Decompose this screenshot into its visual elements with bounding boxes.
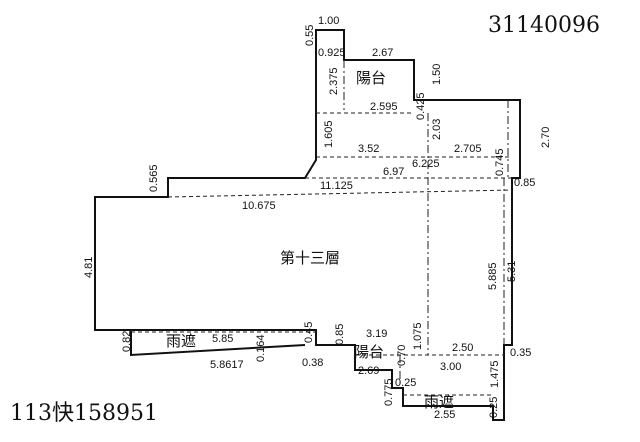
dim-0-85-bal: 0.85 [334,324,346,345]
dim-1-475: 1.475 [489,360,501,388]
dim-0-164: 0.164 [255,334,267,362]
dim-0-70: 0.70 [396,345,408,366]
dim-2-70: 2.70 [540,127,552,148]
dim-5-885: 5.885 [487,262,499,290]
dim-2-705: 2.705 [454,143,482,155]
floor-label: 第十三層 [280,249,340,267]
dim-0-775: 0.775 [383,378,395,406]
dim-5-31: 5.31 [506,261,518,282]
main-outline [94,29,521,421]
dim-6-97: 6.97 [383,166,404,178]
dim-1-075: 1.075 [412,322,424,350]
dim-0-25-b: 0.25 [488,397,500,418]
balcony-top-label: 陽台 [356,69,386,87]
dim-10-675: 10.675 [242,200,276,212]
dim-2-375: 2.375 [328,67,340,95]
canopy-bottom-label: 雨遮 [424,393,454,411]
dim-6-225: 6.225 [412,158,440,170]
dim-2-69: 2.69 [358,365,379,377]
dim-0-565: 0.565 [148,164,160,192]
canopy-left-label: 雨遮 [166,332,196,350]
dim-4-81: 4.81 [83,257,95,278]
dim-5-8617: 5.8617 [210,359,244,371]
dim-0-38: 0.38 [302,357,323,369]
dim-0-425: 0.425 [415,92,427,120]
dim-3-19: 3.19 [366,328,387,340]
case-number: 31140096 [488,13,600,38]
dim-2-50: 2.50 [452,342,473,354]
balcony-bottom-label: 陽台 [354,343,384,361]
dim-0-35: 0.35 [510,347,531,359]
dim-5-85: 5.85 [212,333,233,345]
dim-2-595: 2.595 [370,101,398,113]
canopy-left-outline [130,330,306,357]
dim-0-82: 0.82 [121,331,133,352]
dim-3-00: 3.00 [440,361,461,373]
dim-3-52: 3.52 [358,143,379,155]
dim-0-745: 0.745 [494,148,506,176]
dim-1-605: 1.605 [323,120,335,148]
dim-0-85-right: 0.85 [514,177,535,189]
dim-1-50: 1.50 [431,64,443,85]
dim-0-25: 0.25 [395,377,416,389]
dim-1-00: 1.00 [318,15,339,27]
dim-2-55: 2.55 [434,409,455,421]
dim-0-925: 0.925 [318,47,346,59]
dim-2-03: 2.03 [431,119,443,140]
dim-2-67: 2.67 [372,47,393,59]
dim-0-55: 0.55 [304,25,316,46]
building-id: 113快158951 [10,401,158,426]
dash-line-4 [167,189,513,198]
dim-0-45: 0.45 [303,322,315,343]
dim-11-125: 11.125 [320,180,353,192]
